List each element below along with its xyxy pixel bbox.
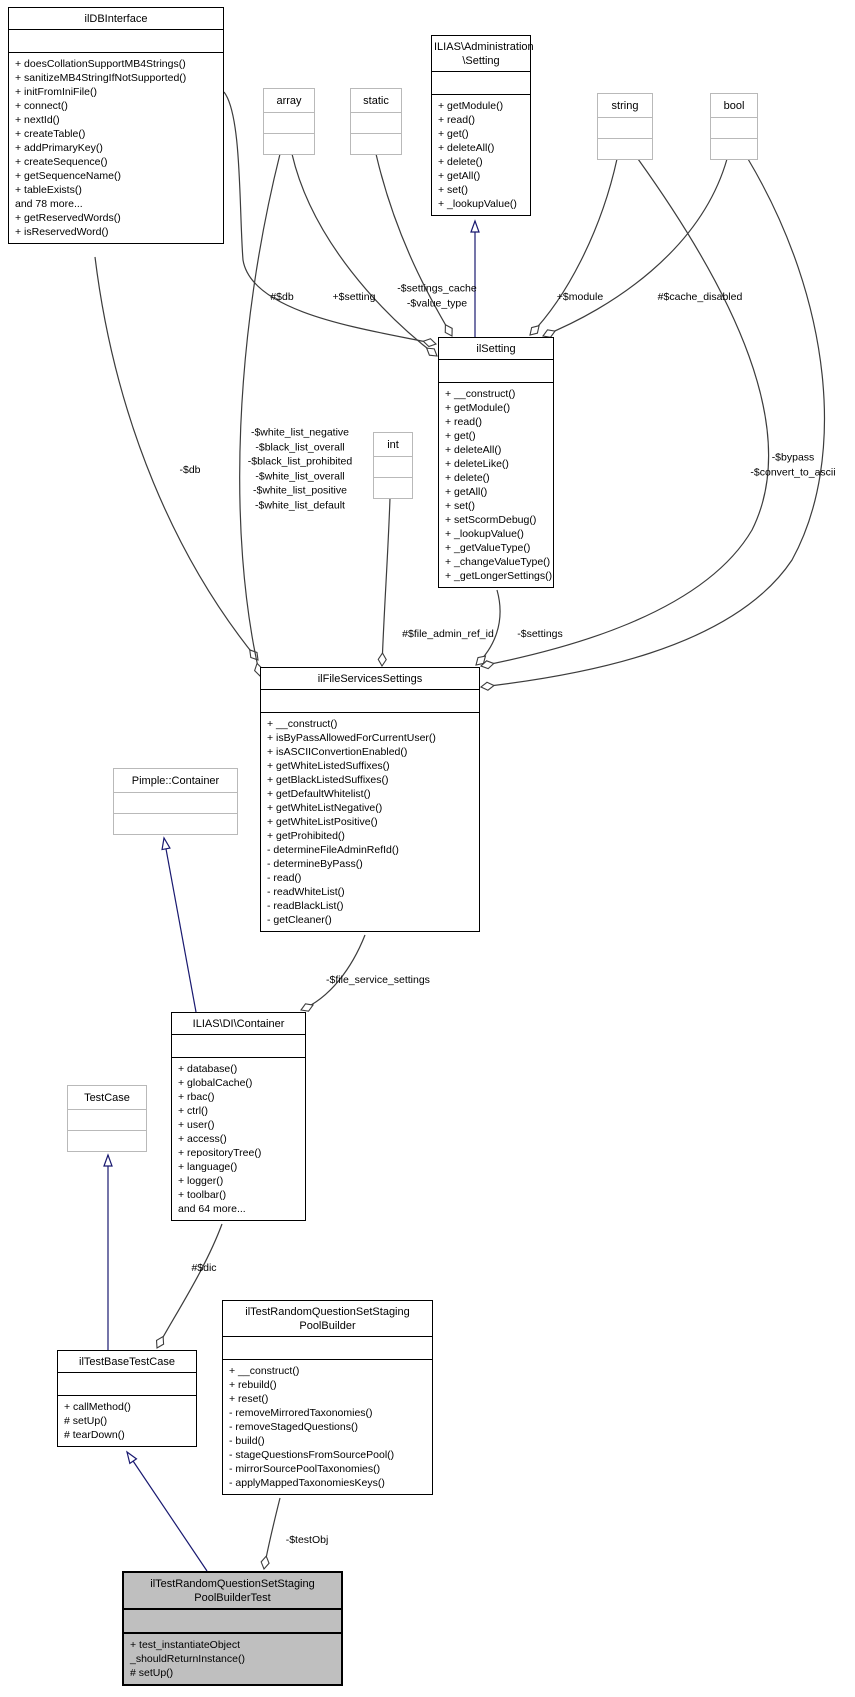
edge-array-to-ilfileservicessettings [239, 153, 281, 676]
class-title: ilTestBaseTestCase [58, 1351, 196, 1373]
class-title: static [351, 89, 401, 113]
class-pimple-container: Pimple::Container [113, 768, 238, 835]
class-iltestrandomquestionsetstagingpoolbuilder[interactable]: ilTestRandomQuestionSetStaging PoolBuild… [222, 1300, 433, 1495]
edge-label-setting: +$setting [332, 290, 376, 303]
empty-compartment [351, 134, 401, 154]
empty-compartment [374, 457, 412, 478]
attributes-compartment [9, 30, 223, 53]
edge-label-file-service-settings: -$file_service_settings [326, 973, 430, 986]
methods-compartment: + doesCollationSupportMB4Strings() + san… [15, 58, 187, 238]
empty-compartment [598, 118, 652, 139]
attributes-compartment [261, 690, 479, 713]
attributes-compartment [439, 360, 553, 383]
attributes-compartment [223, 1337, 432, 1360]
class-title: Pimple::Container [114, 769, 237, 793]
class-title: ilTestRandomQuestionSetStaging PoolBuild… [223, 1301, 432, 1337]
class-array: array [263, 88, 315, 155]
empty-compartment [68, 1110, 146, 1131]
methods-compartment: + database() + globalCache() + rbac() + … [178, 1063, 262, 1215]
methods-compartment: + getModule() + read() + get() + deleteA… [438, 100, 517, 210]
edge-label-module: +$module [556, 290, 604, 303]
edge-label-bypass-convert-to-ascii: -$bypass -$convert_to_ascii [750, 451, 836, 479]
attributes-compartment [172, 1035, 305, 1058]
class-title: string [598, 94, 652, 118]
edge-poolbuilder-to-poolbuildertest [264, 1497, 281, 1569]
edge-label-test-obj: -$testObj [285, 1533, 329, 1546]
class-title: array [264, 89, 314, 113]
class-iltestbasetestcase[interactable]: ilTestBaseTestCase + callMethod() # setUp… [57, 1350, 197, 1447]
empty-compartment [114, 814, 237, 834]
edge-string-to-ilsetting [530, 158, 618, 335]
methods-compartment: + __construct() + rebuild() + reset() - … [229, 1365, 395, 1489]
empty-compartment [68, 1131, 146, 1151]
class-title: int [374, 433, 412, 457]
class-title: bool [711, 94, 757, 118]
attributes-compartment [124, 1610, 341, 1634]
empty-compartment [711, 118, 757, 139]
edge-array-to-ilsetting [291, 153, 437, 356]
edge-bool-to-ilsetting [543, 158, 728, 336]
empty-compartment [598, 139, 652, 159]
methods-compartment: + __construct() + getModule() + read() +… [445, 388, 553, 582]
class-ilias-di-container[interactable]: ILIAS\DI\Container + database() + globalC… [171, 1012, 306, 1221]
edge-label-dic: #$dic [191, 1261, 217, 1274]
methods-compartment: + test_instantiateObject _shouldReturnIn… [130, 1639, 245, 1679]
attributes-compartment [432, 72, 530, 95]
class-title: ILIAS\Administration \Setting [432, 36, 534, 72]
class-static: static [350, 88, 402, 155]
class-title: ILIAS\DI\Container [172, 1013, 305, 1035]
empty-compartment [264, 134, 314, 154]
class-string: string [597, 93, 653, 160]
empty-compartment [374, 478, 412, 498]
class-title: ilTestRandomQuestionSetStaging PoolBuild… [124, 1573, 341, 1610]
class-title: ilFileServicesSettings [261, 668, 479, 690]
class-title: TestCase [68, 1086, 146, 1110]
edge-label-db-to-ilsetting: #$db [270, 290, 294, 303]
edge-label-file-admin-ref-id: #$file_admin_ref_id [402, 627, 494, 640]
class-bool: bool [710, 93, 758, 160]
class-title: ilSetting [439, 338, 553, 360]
empty-compartment [264, 113, 314, 134]
empty-compartment [711, 139, 757, 159]
methods-compartment: + __construct() + isByPassAllowedForCurr… [267, 718, 436, 926]
edge-label-db-to-filesettings: -$db [179, 463, 201, 476]
edge-label-settings: -$settings [517, 627, 563, 640]
edge-poolbuildertest-inherits-iltestbasetestcase [126, 1450, 208, 1572]
edge-label-settings-cache-value-type: -$settings_cache -$value_type [397, 282, 477, 310]
class-ilias-administration-setting[interactable]: ILIAS\Administration \Setting + getModule… [431, 35, 534, 216]
class-int: int [373, 432, 413, 499]
class-ilfileservicessettings[interactable]: ilFileServicesSettings + __construct() + … [260, 667, 480, 932]
class-ilsetting[interactable]: ilSetting + __construct() + getModule() +… [438, 337, 554, 588]
methods-compartment: + callMethod() # setUp() # tearDown() [64, 1401, 131, 1441]
edge-dicontainer-inherits-pimple-container [161, 836, 197, 1013]
edge-label-cache-disabled: #$cache_disabled [657, 290, 743, 303]
class-testcase: TestCase [67, 1085, 147, 1152]
class-ildbinterface[interactable]: ilDBInterface + doesCollationSupportMB4St… [8, 7, 224, 244]
class-title: ilDBInterface [9, 8, 223, 30]
empty-compartment [351, 113, 401, 134]
class-iltestrandomquestionsetstagingpoolbuildertest: ilTestRandomQuestionSetStaging PoolBuild… [122, 1571, 343, 1686]
empty-compartment [114, 793, 237, 814]
edge-label-white-black-lists: -$white_list_negative -$black_list_overa… [247, 426, 353, 512]
edge-ildbinterface-to-ilfileservicessettings [94, 256, 258, 660]
attributes-compartment [58, 1373, 196, 1396]
edge-int-to-ilfileservicessettings [382, 497, 391, 666]
edge-dicontainer-to-iltestbasetestcase [157, 1223, 223, 1348]
